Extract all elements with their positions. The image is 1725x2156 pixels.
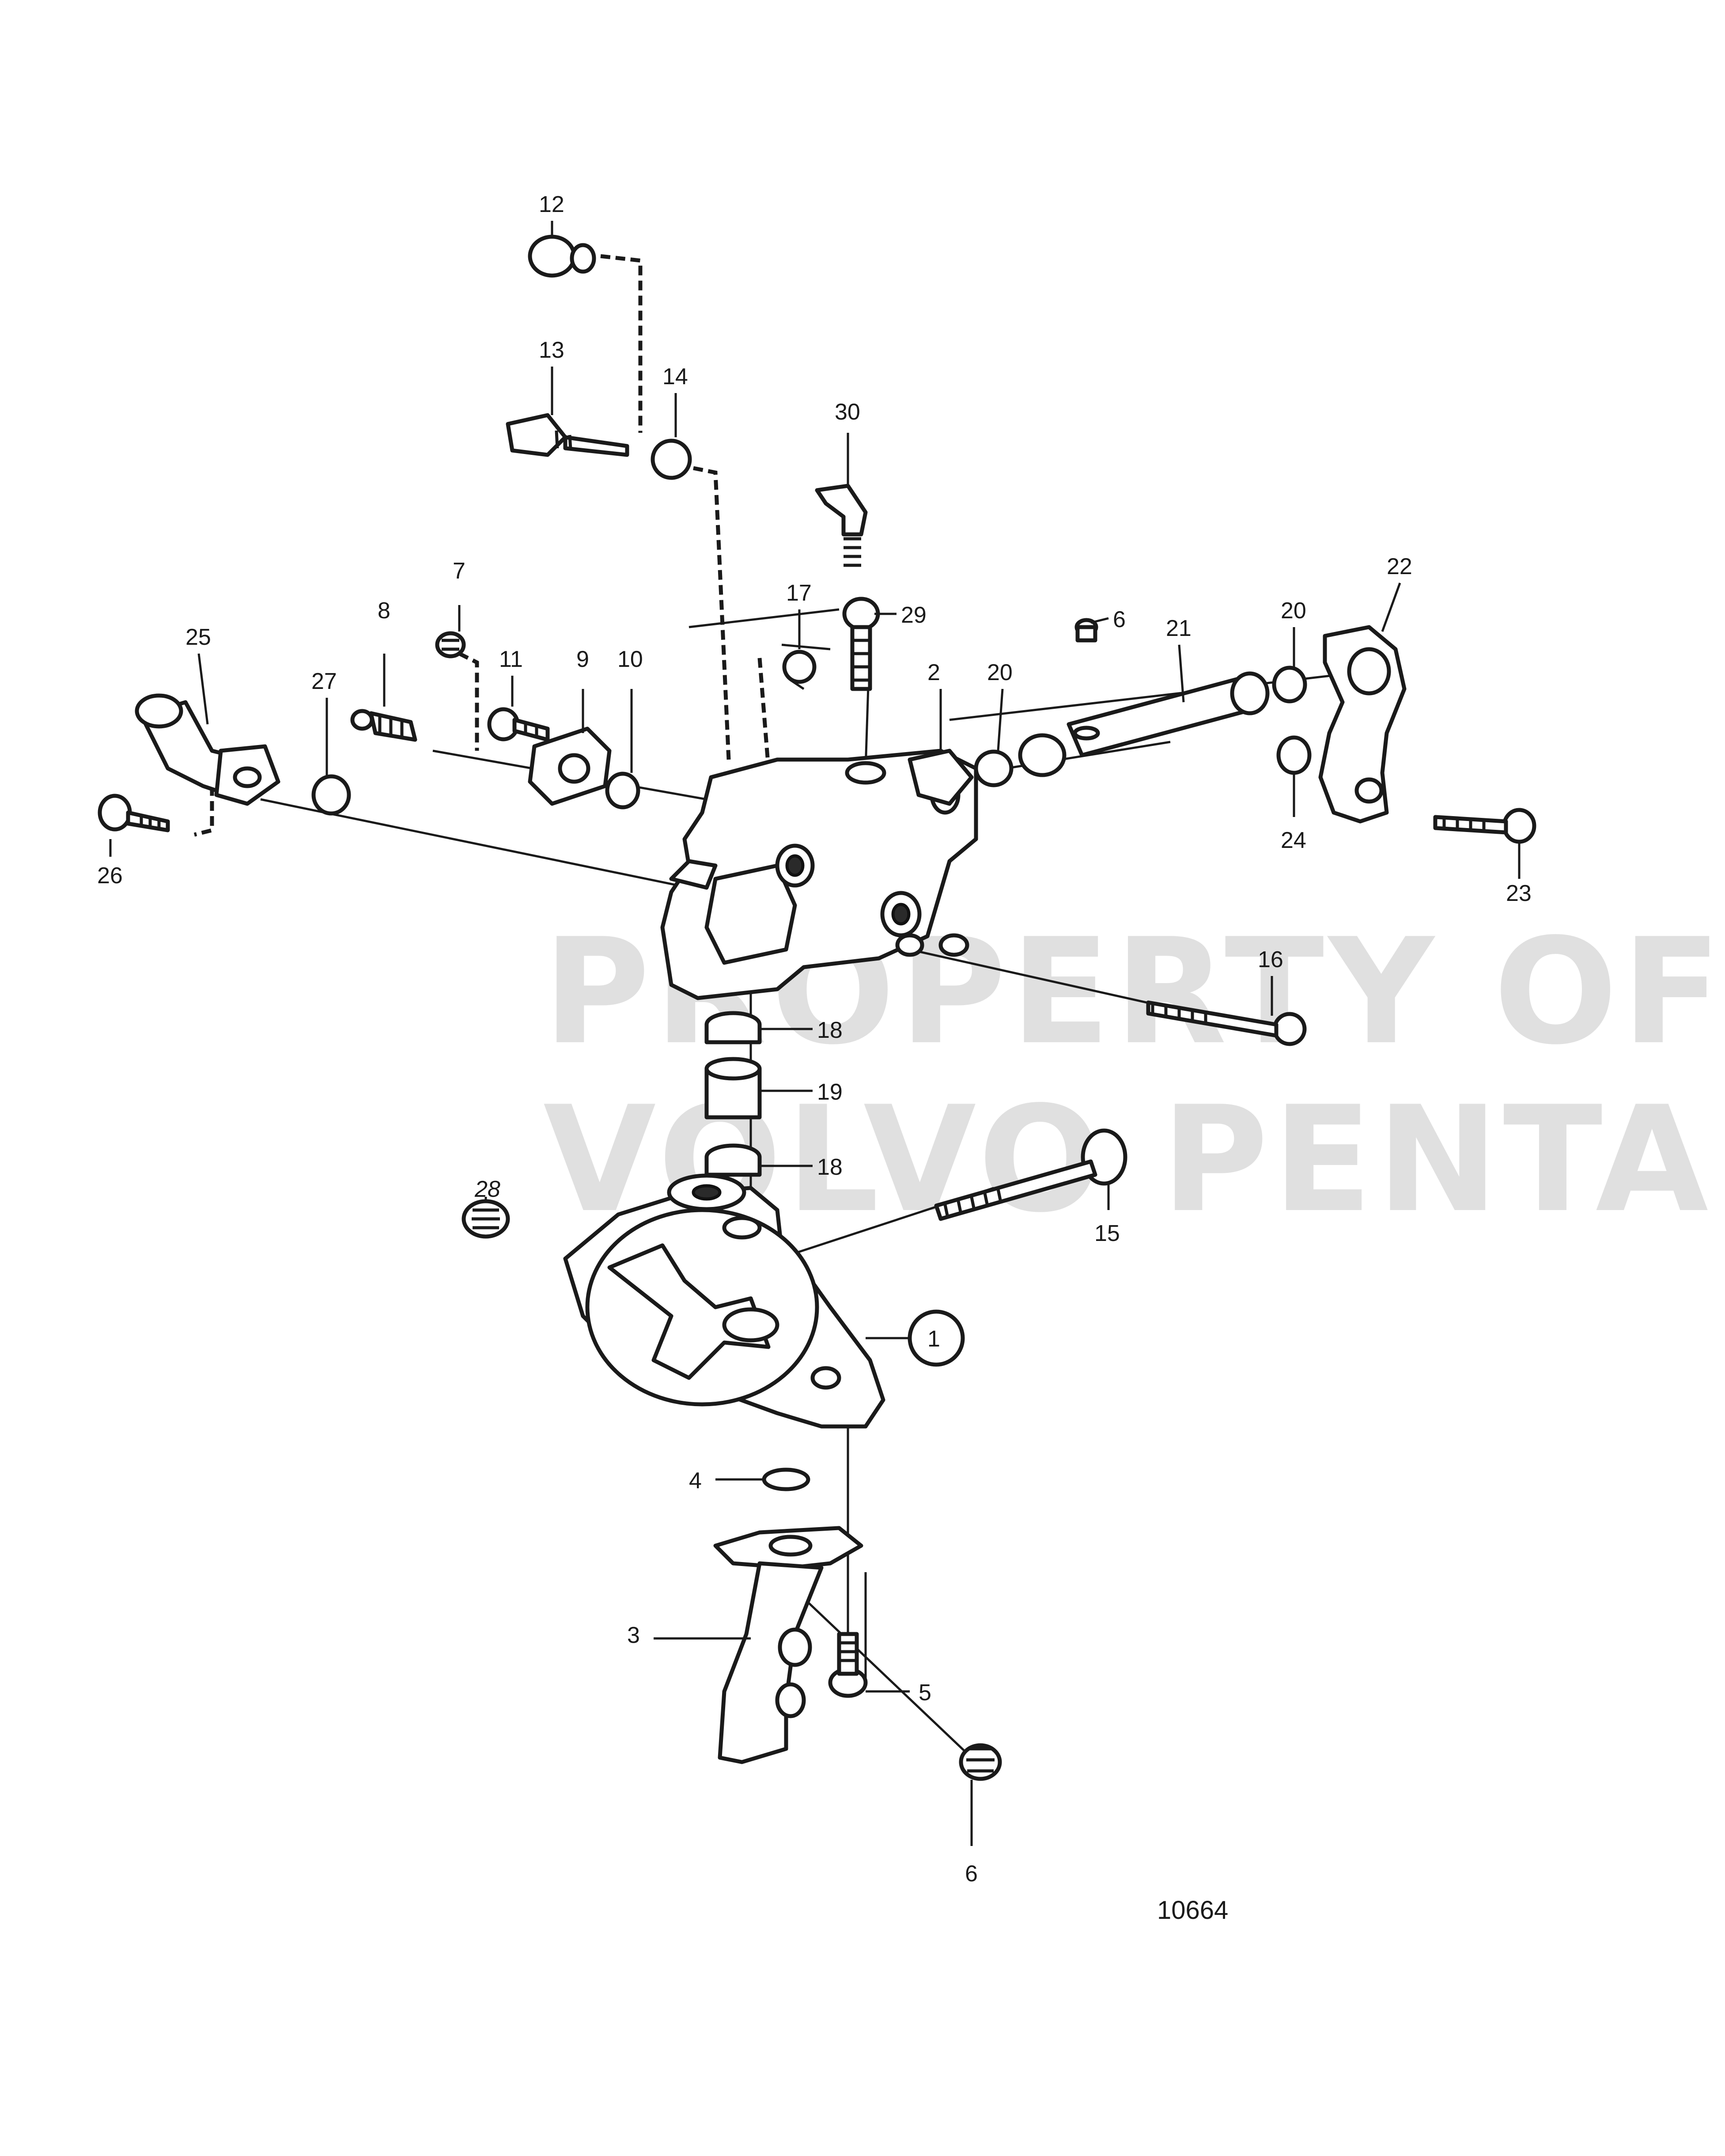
callout-21: 21 <box>1166 616 1192 641</box>
callout-9: 9 <box>576 647 589 672</box>
part-1-pump-housing <box>563 1173 885 1429</box>
part-8-sensor <box>350 709 417 742</box>
part-7-plug <box>435 631 466 658</box>
part-20-ring-right <box>1272 666 1307 704</box>
callout-23: 23 <box>1506 881 1532 906</box>
callout-16: 16 <box>1258 947 1283 972</box>
callout-4: 4 <box>689 1468 702 1494</box>
callout-12: 12 <box>539 192 564 217</box>
part-22-bracket <box>1318 625 1407 824</box>
part-10-ring <box>605 772 640 809</box>
callout-20-right: 20 <box>1281 598 1306 624</box>
part-16-bolt <box>1146 1000 1307 1046</box>
callout-20-left: 20 <box>987 660 1013 685</box>
callout-7: 7 <box>453 558 465 584</box>
part-13-sensor <box>506 413 629 457</box>
part-11-bolt <box>487 707 550 742</box>
callout-29: 29 <box>901 602 927 628</box>
part-12-cap <box>528 235 596 278</box>
callout-18-top: 18 <box>817 1017 843 1043</box>
part-9-flange <box>528 726 612 806</box>
part-30-hose-fitting <box>815 484 868 567</box>
callout-26: 26 <box>97 863 123 889</box>
callout-1: 1 <box>927 1326 940 1352</box>
part-6-plug-bottom <box>959 1743 1002 1781</box>
callout-circle-1 <box>908 1309 965 1367</box>
part-26-bolt <box>98 794 170 832</box>
callout-30: 30 <box>835 399 860 425</box>
part-21-tube <box>1018 671 1270 777</box>
callout-28: 28 <box>474 1176 500 1202</box>
callout-17: 17 <box>786 580 812 606</box>
part-29-bolt <box>842 597 880 691</box>
callout-27: 27 <box>311 669 337 694</box>
callout-labels: 1 2 3 4 5 6 6 7 8 9 10 11 12 13 14 15 16… <box>97 192 1532 1887</box>
part-14-ring <box>651 439 692 480</box>
callout-10: 10 <box>617 647 643 672</box>
callout-leader-lines <box>109 221 1521 1846</box>
part-5-bolt <box>828 1632 868 1698</box>
part-4-o-ring <box>762 1468 810 1491</box>
part-18-19-bushings <box>704 1011 762 1177</box>
part-24-clip <box>1276 735 1312 775</box>
callout-11: 11 <box>499 647 523 672</box>
plugs-and-fittings <box>350 235 1098 1781</box>
callout-14: 14 <box>662 364 688 390</box>
callout-13: 13 <box>539 337 564 363</box>
figure-number: 10664 <box>1157 1896 1228 1925</box>
callout-2: 2 <box>927 660 940 685</box>
dashed-connection-lines <box>193 254 771 837</box>
callout-3: 3 <box>627 1623 640 1648</box>
part-15-bolt <box>934 1128 1127 1221</box>
part-28-plug <box>462 1199 510 1239</box>
part-23-bolt <box>1433 808 1536 844</box>
part-3-inlet-pipe <box>713 1526 863 1764</box>
callout-22: 22 <box>1387 554 1412 579</box>
callout-8: 8 <box>378 598 390 624</box>
callout-24: 24 <box>1281 828 1306 853</box>
part-27-ring <box>311 774 351 816</box>
bolts <box>98 597 1536 1698</box>
part-17-nut <box>782 650 817 684</box>
part-25-elbow-pipe <box>135 693 280 806</box>
callout-6-top: 6 <box>1113 607 1126 632</box>
callout-25: 25 <box>185 624 211 650</box>
part-20-ring-left <box>974 749 1014 787</box>
callout-15: 15 <box>1094 1221 1120 1246</box>
callout-19: 19 <box>817 1079 843 1105</box>
callout-5: 5 <box>919 1680 931 1706</box>
callout-18-bottom: 18 <box>817 1154 843 1180</box>
callout-6-bottom: 6 <box>965 1861 978 1887</box>
